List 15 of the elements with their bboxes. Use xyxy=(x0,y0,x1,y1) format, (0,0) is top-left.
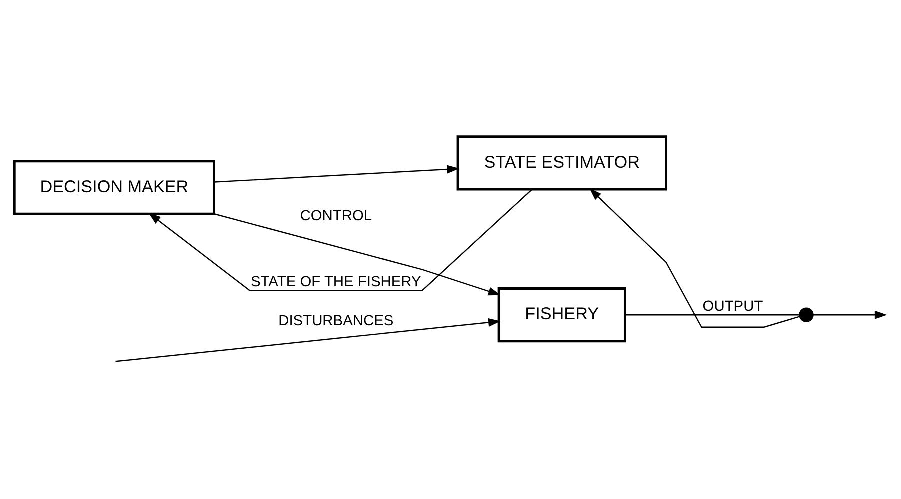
node-box: STATE ESTIMATOR xyxy=(456,136,668,191)
edge-label: DISTURBANCES xyxy=(278,314,394,330)
arrow xyxy=(116,318,501,362)
node-circle xyxy=(799,308,814,322)
edge-label: OUTPUT xyxy=(702,298,764,315)
edge-label: STATE OF THE FISHERY xyxy=(251,274,422,290)
connector xyxy=(625,314,800,316)
arrow xyxy=(813,310,888,320)
arrow xyxy=(590,188,800,328)
node-box: FISHERY xyxy=(498,288,626,343)
arrow xyxy=(214,214,501,296)
edge-label: CONTROL xyxy=(300,208,372,224)
arrow xyxy=(148,189,533,292)
arrow xyxy=(214,165,460,183)
node-box: DECISION MAKER xyxy=(13,160,216,216)
